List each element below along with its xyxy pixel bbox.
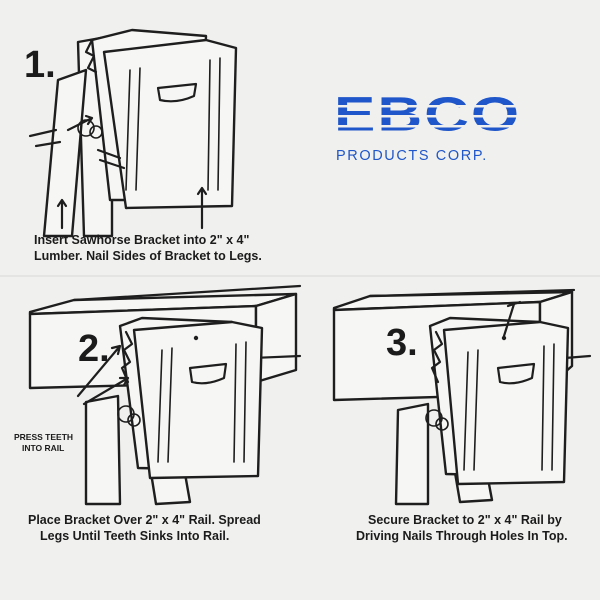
step-3-caption-line-1: Secure Bracket to 2" x 4" Rail by xyxy=(368,513,562,527)
step-1-caption: Insert Sawhorse Bracket into 2" x 4" Lum… xyxy=(34,232,262,264)
step-3-caption-line-2: Driving Nails Through Holes In Top. xyxy=(356,529,568,543)
ebco-logo: EBCO PRODUCTS CORP. xyxy=(330,90,580,172)
step-1-number: 1. xyxy=(24,44,56,86)
step-3-illustration xyxy=(332,288,592,506)
step-3-caption: Secure Bracket to 2" x 4" Rail by Drivin… xyxy=(356,512,568,544)
step-2-caption-line-1: Place Bracket Over 2" x 4" Rail. Spread xyxy=(28,513,261,527)
step-1-caption-line-1: Insert Sawhorse Bracket into 2" x 4" xyxy=(34,233,250,247)
step-2-caption-line-2: Legs Until Teeth Sinks Into Rail. xyxy=(40,529,230,543)
press-teeth-label: PRESS TEETH INTO RAIL xyxy=(14,432,73,454)
logo-wordmark: EBCO xyxy=(334,87,522,142)
press-teeth-label-line-2: INTO RAIL xyxy=(22,443,65,453)
step-2-illustration xyxy=(28,284,302,506)
step-2-caption: Place Bracket Over 2" x 4" Rail. Spread … xyxy=(28,512,261,544)
step-1-caption-line-2: Lumber. Nail Sides of Bracket to Legs. xyxy=(34,249,262,263)
logo-subtitle: PRODUCTS CORP. xyxy=(336,148,488,164)
logo-stripes xyxy=(334,105,570,128)
step-3-number: 3. xyxy=(386,322,418,364)
press-teeth-label-line-1: PRESS TEETH xyxy=(14,432,74,442)
step-2-number: 2. xyxy=(78,328,110,370)
step-1-illustration xyxy=(28,28,238,238)
